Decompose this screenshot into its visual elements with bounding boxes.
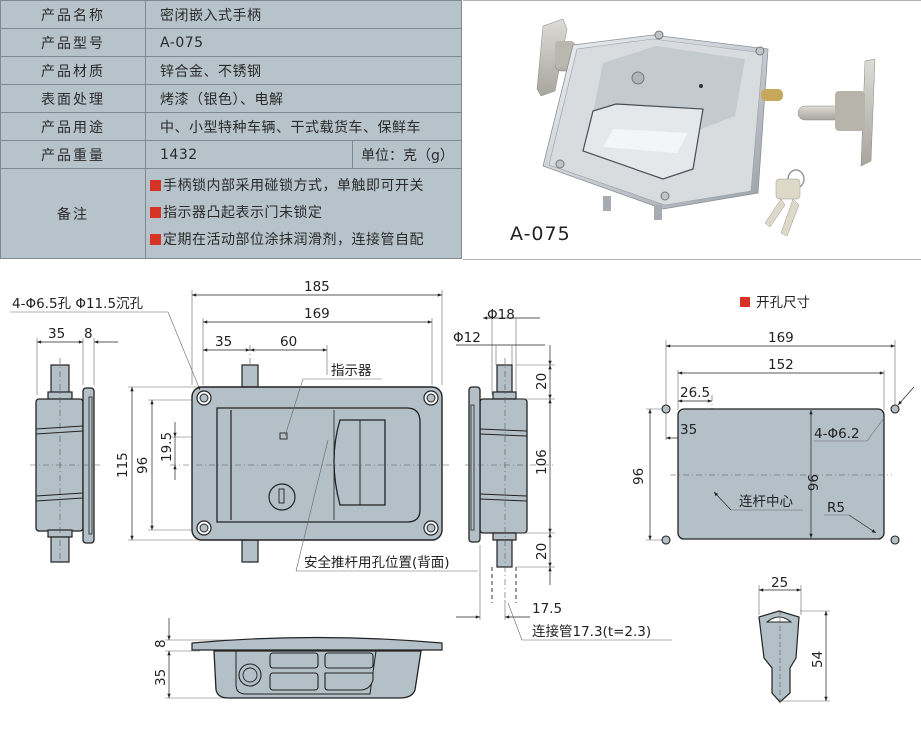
cutout-hole-icon [890, 535, 900, 545]
spec-value: 中、小型特种车辆、干式载货车、保鲜车 [145, 112, 462, 141]
mount-hole-icon [196, 390, 212, 406]
bottom-view [165, 618, 443, 699]
handle-photo [542, 30, 783, 220]
dim-dia-12: Φ12 [453, 330, 481, 346]
product-photo: A-075 [463, 0, 921, 260]
spec-value: A-075 [145, 28, 462, 57]
dim-cutout-169: 169 [768, 330, 794, 346]
spec-row: 产品型号 A-075 [0, 28, 462, 57]
note-item: 手柄锁内部采用碰锁方式，单触即可开关 [150, 173, 461, 200]
spec-unit: 单位：克（g） [352, 140, 462, 169]
drawing-labels: 4-Φ6.5孔 Φ11.5沉孔 35 8 185 169 35 60 指示器 安… [12, 279, 860, 686]
cutout-title: 开孔尺寸 [756, 295, 810, 311]
cutout-view [646, 340, 915, 545]
dim-front-35: 35 [215, 334, 232, 350]
note-item: 定期在活动部位涂抹润滑剂，连接管自配 [150, 227, 461, 254]
dim-front-60: 60 [280, 334, 297, 350]
red-square-bullet-icon [150, 180, 161, 191]
spec-row: 表面处理 烤漆（银色）、电解 [0, 84, 462, 113]
note-text: 手柄锁内部采用碰锁方式，单触即可开关 [163, 178, 424, 194]
model-caption: A-075 [510, 223, 571, 245]
dim-key-width: 25 [771, 575, 788, 591]
dim-pin-top-20: 20 [534, 373, 550, 390]
red-square-bullet-icon [150, 207, 161, 218]
notes-label: 备注 [0, 168, 146, 259]
notes-cell: 手柄锁内部采用碰锁方式，单触即可开关 指示器凸起表示门未锁定 定期在活动部位涂抹… [145, 168, 462, 259]
push-hole-label: 安全推杆用孔位置(背面) [304, 554, 450, 571]
keys-photo [764, 169, 805, 237]
dim-cutout-152: 152 [768, 357, 794, 373]
spec-label: 产品重量 [0, 140, 146, 169]
cutout-hole-icon [661, 535, 671, 545]
dim-left-flange: 8 [84, 326, 93, 342]
spec-row: 产品用途 中、小型特种车辆、干式载货车、保鲜车 [0, 112, 462, 141]
mount-hole-icon [196, 520, 212, 536]
dim-pin-bottom-20: 20 [534, 543, 550, 560]
dim-front-115: 115 [115, 452, 131, 478]
mount-hole-icon [423, 390, 439, 406]
front-view [10, 290, 478, 572]
tube-label: 连接管17.3(t=2.3) [532, 623, 651, 640]
indicator-label: 指示器 [331, 363, 372, 379]
dim-bottom-8: 8 [153, 639, 169, 648]
right-side-view [456, 316, 672, 641]
cutout-hole-icon [661, 404, 671, 414]
cutout-hole-icon [890, 404, 900, 414]
spec-label: 产品型号 [0, 28, 146, 57]
right-latch-photo [797, 58, 876, 167]
notes-row: 备注 手柄锁内部采用碰锁方式，单触即可开关 指示器凸起表示门未锁定 定期在活动部… [0, 168, 462, 259]
dim-cutout-96-inner: 96 [804, 474, 820, 491]
hole-note-label: 4-Φ6.5孔 Φ11.5沉孔 [12, 296, 144, 312]
dim-offset-17-5: 17.5 [532, 601, 562, 617]
key-view [758, 585, 830, 705]
spec-value: 锌合金、不锈钢 [145, 56, 462, 85]
red-square-bullet-icon [150, 234, 161, 245]
product-photo-illustration [536, 18, 876, 237]
dim-front-96: 96 [135, 457, 151, 474]
radius-label: R5 [827, 500, 845, 516]
spec-label: 产品用途 [0, 112, 146, 141]
note-text: 指示器凸起表示门未锁定 [163, 205, 323, 221]
dim-cutout-96-left: 96 [631, 468, 647, 485]
spec-table: 产品名称 密闭嵌入式手柄 产品型号 A-075 产品材质 锌合金、不锈钢 表面处… [0, 0, 462, 259]
linkage-center-label: 连杆中心 [739, 494, 793, 510]
spec-label: 产品材质 [0, 56, 146, 85]
dim-front-185: 185 [304, 279, 330, 295]
note-item: 指示器凸起表示门未锁定 [150, 200, 461, 227]
dim-dia-18: Φ18 [487, 307, 515, 323]
cutout-hole-note: 4-Φ6.2 [814, 426, 860, 442]
spec-label: 表面处理 [0, 84, 146, 113]
note-text: 定期在活动部位涂抹润滑剂，连接管自配 [163, 232, 424, 248]
dim-bottom-35: 35 [153, 669, 169, 686]
dim-cutout-26-5: 26.5 [680, 385, 710, 401]
spec-value: 1432 [145, 140, 353, 169]
dim-cutout-35: 35 [680, 422, 697, 438]
dim-left-body: 35 [48, 326, 65, 342]
spec-row: 产品名称 密闭嵌入式手柄 [0, 0, 462, 29]
spec-value: 烤漆（银色）、电解 [145, 84, 462, 113]
spec-row: 产品材质 锌合金、不锈钢 [0, 56, 462, 85]
left-side-view [30, 338, 118, 565]
dim-key-length: 54 [810, 651, 826, 668]
spec-value: 密闭嵌入式手柄 [145, 0, 462, 29]
dim-front-169: 169 [304, 306, 330, 322]
mount-hole-icon [423, 520, 439, 536]
dim-front-19-5: 19.5 [159, 432, 175, 462]
technical-drawing: 4-Φ6.5孔 Φ11.5沉孔 35 8 185 169 35 60 指示器 安… [10, 279, 915, 705]
dim-body-106: 106 [534, 449, 550, 475]
spec-label: 产品名称 [0, 0, 146, 29]
spec-row: 产品重量 1432 单位：克（g） [0, 140, 462, 169]
red-square-bullet-icon [740, 297, 750, 307]
